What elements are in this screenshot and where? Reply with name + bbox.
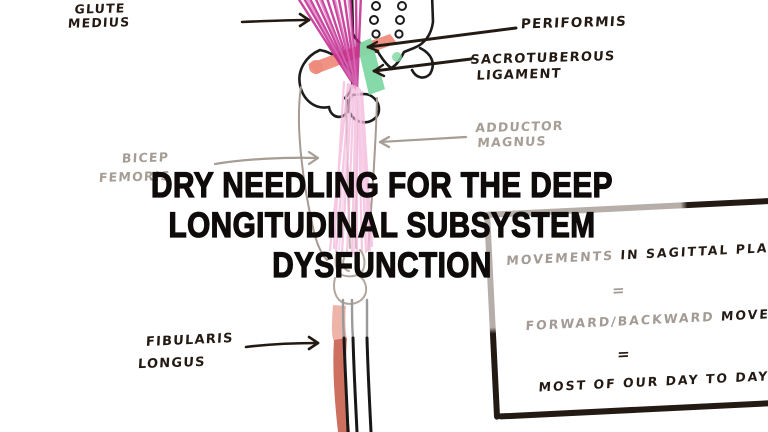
glute-label-line3: MEDIUS <box>67 14 131 31</box>
page-title: DRY NEEDLING FOR THE DEEP LONGITUDINAL S… <box>124 165 641 286</box>
sacrotuberous-label: SACROTUBEROUS LIGAMENT <box>469 49 616 85</box>
whiteboard-line2: FORWARD/BACKWARD MOVEMENT <box>525 304 768 333</box>
title-line1: DRY NEEDLING FOR THE DEEP <box>150 165 613 205</box>
sacrotuberous-pointer-line <box>372 57 473 78</box>
glute-medius-muscle <box>297 0 362 92</box>
glute-medius-label: LIGAMENT GLUTE MEDIUS <box>61 0 145 31</box>
bicep-femoris-arrow <box>213 150 320 166</box>
piriformis-pointer-line <box>366 26 518 53</box>
title-line3: DYSFUNCTION <box>272 245 492 285</box>
whiteboard-equals2: = <box>616 344 633 364</box>
whiteboard-line3: MOST OF OUR DAY TO DAY LIFE <box>538 366 768 395</box>
sacral-foramina <box>369 1 407 39</box>
whiteboard-line2-black: MOVEMENT <box>720 303 768 324</box>
title-line2: LONGITUDINAL SUBSYSTEM <box>168 205 596 245</box>
fibularis-label-line2: LONGUS <box>137 354 207 373</box>
sacrotuberous-ligament-shape <box>357 38 402 95</box>
adductor-label-line2: MAGNUS <box>477 133 548 151</box>
glute-medius-arrow <box>240 12 311 28</box>
bicep-femoris-label-line1: BICEP <box>121 149 170 166</box>
lower-leg-bones <box>341 298 373 432</box>
piriformis-label: PERIFORMIS <box>520 13 628 33</box>
adductor-magnus-muscle <box>328 80 374 256</box>
whiteboard-line1-black: IN SAGITTAL PLANE <box>620 238 768 263</box>
adductor-label-line1: ADDUCTOR <box>474 117 565 136</box>
whiteboard-line2-gray: FORWARD/BACKWARD <box>525 308 716 334</box>
adductor-magnus-label: ADDUCTOR MAGNUS <box>474 118 564 150</box>
knee-outline <box>333 249 368 305</box>
adductor-magnus-arrow <box>378 135 468 149</box>
fibularis-arrow <box>244 335 320 351</box>
